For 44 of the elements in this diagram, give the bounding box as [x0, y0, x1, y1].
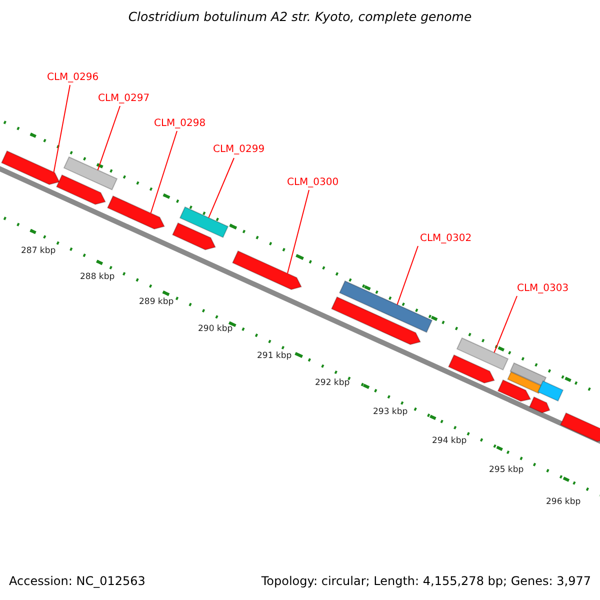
- gene-feature: [448, 354, 496, 384]
- gene-feature: [497, 379, 532, 402]
- gene-label: CLM_0298: [154, 118, 206, 130]
- gene-feature: [560, 412, 600, 442]
- genome-stats-text: Topology: circular; Length: 4,155,278 bp; Genes: 3,977: [261, 575, 591, 589]
- leader-line: [287, 190, 310, 274]
- gene-block: [507, 371, 543, 394]
- gene-label: CLM_0300: [287, 177, 339, 188]
- leader-line: [150, 130, 178, 214]
- gene-label: CLM_0297: [98, 93, 150, 104]
- scale-label: 292 kbp: [315, 379, 350, 389]
- scale-label: 293 kbp: [373, 408, 408, 418]
- scale-label: 291 kbp: [257, 352, 292, 362]
- title: Clostridium botulinum A2 str. Kyoto, complete genome: [127, 9, 473, 24]
- scale-label: 294 kbp: [432, 437, 467, 447]
- gene-block: [510, 362, 547, 386]
- gene-feature: [330, 296, 422, 346]
- scale-label: 290 kbp: [198, 325, 233, 335]
- gene-feature: [172, 222, 216, 250]
- leader-line: [396, 246, 418, 306]
- gene-block: [179, 206, 229, 238]
- scale-label: 289 kbp: [139, 298, 174, 308]
- gene-block: [338, 280, 433, 333]
- leader-line: [53, 84, 70, 173]
- scale-label: 296 kbp: [546, 498, 581, 508]
- gene-feature: [0, 150, 60, 186]
- scale-label: 295 kbp: [489, 466, 524, 476]
- gene-feature: [232, 250, 302, 290]
- leader-line: [494, 296, 518, 354]
- gene-block: [537, 380, 564, 402]
- gene-feature: [56, 174, 106, 205]
- gene-feature: [528, 396, 550, 414]
- gene-label: CLM_0303: [517, 283, 569, 294]
- scale-label: 288 kbp: [80, 273, 115, 283]
- gene-label: CLM_0302: [420, 233, 472, 244]
- gene-feature: [106, 195, 166, 230]
- scale-label: 287 kbp: [21, 247, 56, 257]
- accession-text: Accession: NC_012563: [9, 575, 146, 589]
- gene-label: CLM_0299: [213, 144, 265, 156]
- gene-block: [63, 156, 118, 190]
- gene-label: CLM_0296: [47, 72, 99, 84]
- leader-line: [97, 106, 120, 171]
- leader-line: [208, 158, 234, 218]
- gene-block: [456, 337, 509, 370]
